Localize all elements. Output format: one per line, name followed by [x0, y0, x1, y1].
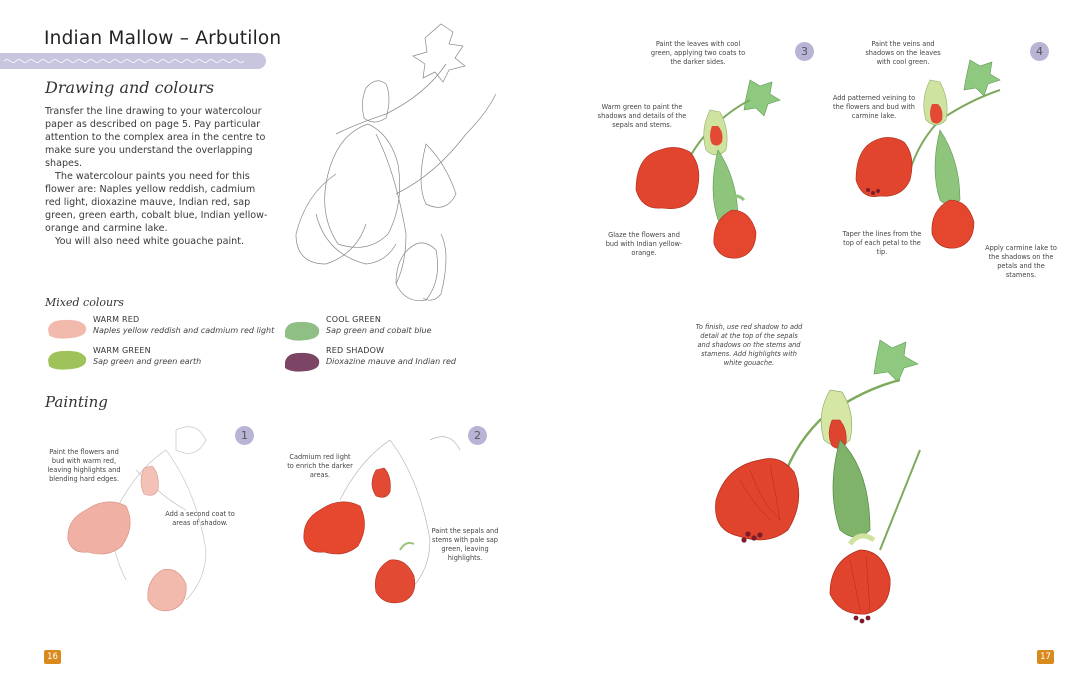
swatch-warm-green-desc: Sap green and green earth	[93, 357, 202, 366]
swatch-red-shadow	[285, 352, 320, 372]
finish-note: To finish, use red shadow to add detail …	[695, 323, 803, 367]
swatch-red-shadow-label: RED SHADOW	[326, 346, 385, 355]
swatch-warm-red-desc: Naples yellow reddish and cadmium red li…	[93, 326, 275, 335]
swatch-warm-green-label: WARM GREEN	[93, 346, 151, 355]
page-title: Indian Mallow – Arbutilon	[44, 28, 282, 49]
step-4-note-d: Apply carmine lake to the shadows on the…	[985, 244, 1057, 279]
step-1-note-a: Paint the flowers and bud with warm red,…	[47, 448, 121, 483]
page-number-left: 16	[44, 650, 61, 664]
step-3-note-c: Glaze the flowers and bud with Indian ye…	[605, 231, 683, 257]
step-4-badge: 4	[1030, 42, 1049, 61]
page-number-right: 17	[1037, 650, 1054, 664]
step-4-note-c: Taper the lines from the top of each pet…	[842, 230, 922, 256]
step-2-note-b: Paint the sepals and stems with pale sap…	[431, 527, 499, 562]
step-2-badge: 2	[468, 426, 487, 445]
swatch-warm-red-label: WARM RED	[93, 315, 140, 324]
swatch-red-shadow-desc: Dioxazine mauve and Indian red	[326, 357, 456, 366]
step-1-badge: 1	[235, 426, 254, 445]
mixed-colours-heading: Mixed colours	[45, 296, 124, 309]
intro-paragraph-2: The watercolour paints you need for this…	[45, 171, 268, 234]
step-3-badge: 3	[795, 42, 814, 61]
painting-heading: Painting	[45, 393, 108, 411]
drawing-heading: Drawing and colours	[45, 78, 215, 97]
swatch-cool-green	[285, 321, 320, 341]
step-4-note-b: Add patterned veining to the flowers and…	[832, 94, 916, 120]
intro-paragraph-3: You will also need white gouache paint.	[55, 236, 245, 247]
step-4-note-a: Paint the veins and shadows on the leave…	[865, 40, 941, 66]
step-3-note-a: Paint the leaves with cool green, applyi…	[650, 40, 746, 66]
line-drawing	[295, 23, 497, 301]
step-3-note-b: Warm green to paint the shadows and deta…	[597, 103, 687, 129]
step-4-illustration	[855, 59, 1001, 249]
swatch-warm-green	[48, 350, 87, 370]
step-1-illustration	[67, 426, 207, 612]
title-bar	[0, 53, 266, 69]
swatch-cool-green-label: COOL GREEN	[326, 315, 382, 324]
step-2-illustration	[303, 436, 461, 604]
swatch-cool-green-desc: Sap green and cobalt blue	[326, 326, 432, 335]
final-painting	[715, 339, 921, 624]
intro-text: Transfer the line drawing to your waterc…	[45, 105, 273, 248]
intro-paragraph-1: Transfer the line drawing to your waterc…	[45, 106, 266, 169]
title-bar-stitch	[3, 59, 245, 63]
swatch-warm-red	[48, 319, 87, 339]
step-2-note-a: Cadmium red light to enrich the darker a…	[287, 453, 353, 479]
step-1-note-b: Add a second coat to areas of shadow.	[165, 510, 235, 527]
step-3-illustration	[635, 79, 781, 259]
